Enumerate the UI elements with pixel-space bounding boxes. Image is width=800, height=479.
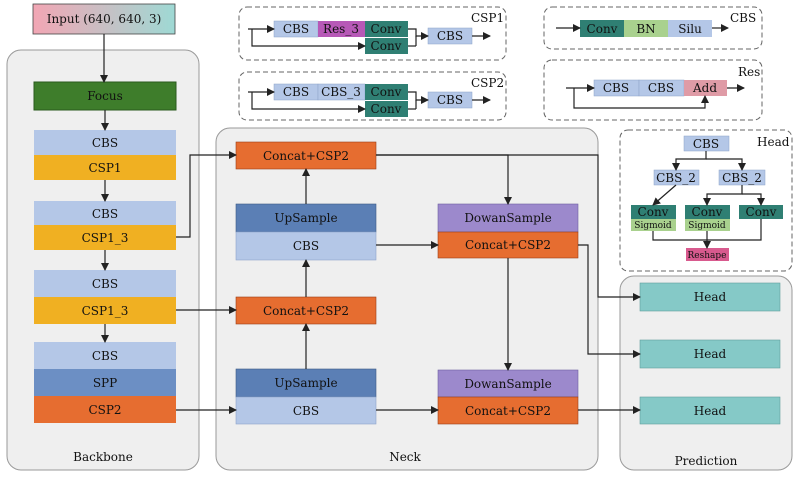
prediction-head-3-label: Head <box>694 404 727 418</box>
input-label: Input (640, 640, 3) <box>47 12 162 26</box>
backbone-cbs-1-label: CBS <box>92 136 118 150</box>
head-def-conv-2-label: Conv <box>692 205 723 219</box>
csp1-out-cbs-label: CBS <box>437 29 463 43</box>
neck-upsample-1-cbs-label: CBS <box>293 239 319 253</box>
cbs-def-panel <box>543 6 763 50</box>
head-def-sigmoid-1 <box>631 219 676 231</box>
backbone-spp-label: SPP <box>93 376 117 390</box>
backbone-cbs-4 <box>34 342 176 369</box>
csp1-conv-2-label: Conv <box>371 39 402 53</box>
neck-title: Neck <box>389 450 421 464</box>
prediction-head-3 <box>639 396 781 425</box>
head-def-sigmoid-1-label: Sigmoid <box>634 221 672 231</box>
neck-concat-top-label: Concat+CSP2 <box>263 149 349 163</box>
focus-label: Focus <box>87 89 123 103</box>
backbone-csp1-label: CSP1 <box>88 161 121 175</box>
neck-down-1-concat-label: Concat+CSP2 <box>465 238 551 252</box>
backbone-title: Backbone <box>73 450 133 464</box>
head-def-sigmoid-2-label: Sigmoid <box>688 221 726 231</box>
neck-upsample-1-cbs <box>235 231 377 261</box>
res-def-add-label: Add <box>692 81 717 95</box>
head-def-cbs-label: CBS <box>693 137 719 151</box>
neck-concat-mid <box>235 296 377 325</box>
neck-down-2 <box>437 369 579 398</box>
backbone-csp2-label: CSP2 <box>88 403 121 417</box>
csp1-conv-2 <box>365 38 408 54</box>
neck-upsample-2 <box>235 368 377 398</box>
csp2-out-cbs-label: CBS <box>437 93 463 107</box>
csp2-conv-1-label: Conv <box>371 85 402 99</box>
csp1-cbs-label: CBS <box>283 22 309 36</box>
csp1-res-label: Res_3 <box>323 22 359 36</box>
prediction-head-1-label: Head <box>694 290 727 304</box>
head-def-conv-1 <box>631 205 676 219</box>
backbone-cbs-2-label: CBS <box>92 207 118 221</box>
neck-concat-mid-label: Concat+CSP2 <box>263 304 349 318</box>
prediction-title: Prediction <box>675 454 738 468</box>
csp2-conv-1 <box>365 84 408 100</box>
neck-down-2-concat-label: Concat+CSP2 <box>465 404 551 418</box>
csp1-def-panel <box>238 6 507 61</box>
neck-upsample-2-cbs-label: CBS <box>293 404 319 418</box>
backbone-cbs-3 <box>34 270 176 297</box>
csp2-conv-2 <box>365 101 408 117</box>
backbone-csp1-3-b <box>34 297 176 324</box>
csp1-def-title: CSP1 <box>471 11 504 25</box>
head-def-conv-2 <box>685 205 730 219</box>
backbone-cbs-2 <box>34 201 176 225</box>
neck-upsample-1-label: UpSample <box>274 211 337 225</box>
neck-down-2-label: DowanSample <box>464 377 551 391</box>
prediction-head-1 <box>639 282 781 312</box>
res-def-add <box>684 80 727 96</box>
csp2-cbs3-label: CBS_3 <box>321 85 361 99</box>
head-def-conv-3-label: Conv <box>746 205 777 219</box>
csp1-res <box>318 21 365 37</box>
csp2-cbs-label: CBS <box>283 85 309 99</box>
cbs-def-title: CBS <box>730 11 756 25</box>
head-def-reshape <box>686 248 729 261</box>
neck-upsample-2-label: UpSample <box>274 376 337 390</box>
head-def-sigmoid-2 <box>685 219 730 231</box>
head-def-reshape-label: Reshape <box>688 251 727 261</box>
head-def-cbs2-right-label: CBS_2 <box>722 171 762 185</box>
head-def-panel <box>619 129 793 272</box>
head-def-conv-3 <box>739 205 783 219</box>
cbs-def-silu <box>668 20 712 37</box>
csp1-conv-1 <box>365 21 408 37</box>
neck-upsample-1 <box>235 203 377 233</box>
res-def-panel <box>543 59 763 121</box>
backbone-cbs-4-label: CBS <box>92 349 118 363</box>
neck-concat-top <box>235 141 377 170</box>
backbone-csp2 <box>34 396 176 423</box>
backbone-csp1-3-a <box>34 225 176 250</box>
neck-down-1 <box>437 203 579 233</box>
csp2-def-title: CSP2 <box>471 76 504 90</box>
backbone-cbs-3-label: CBS <box>92 277 118 291</box>
head-def-cbs2-left-label: CBS_2 <box>656 171 696 185</box>
res-def-title: Res <box>738 65 760 79</box>
csp2-conv-2-label: Conv <box>371 102 402 116</box>
backbone-csp1-3-a-label: CSP1_3 <box>82 231 129 245</box>
prediction-head-2-label: Head <box>694 347 727 361</box>
head-def-conv-1-label: Conv <box>638 205 669 219</box>
head-def-title: Head <box>757 135 790 149</box>
backbone-csp1 <box>34 155 176 180</box>
cbs-def-bn-label: BN <box>636 22 655 36</box>
cbs-def-conv-label: Conv <box>587 22 618 36</box>
backbone-spp <box>34 369 176 396</box>
backbone-csp1-3-b-label: CSP1_3 <box>82 304 129 318</box>
res-def-cbs-1-label: CBS <box>603 81 629 95</box>
csp2-def-panel <box>238 71 507 121</box>
cbs-def-conv <box>580 20 624 37</box>
neck-down-1-label: DowanSample <box>464 211 551 225</box>
input-box <box>32 3 176 35</box>
csp1-conv-1-label: Conv <box>371 22 402 36</box>
backbone-cbs-1 <box>34 130 176 155</box>
cbs-def-bn <box>624 20 668 37</box>
res-def-cbs-2-label: CBS <box>648 81 674 95</box>
cbs-def-silu-label: Silu <box>678 22 702 36</box>
